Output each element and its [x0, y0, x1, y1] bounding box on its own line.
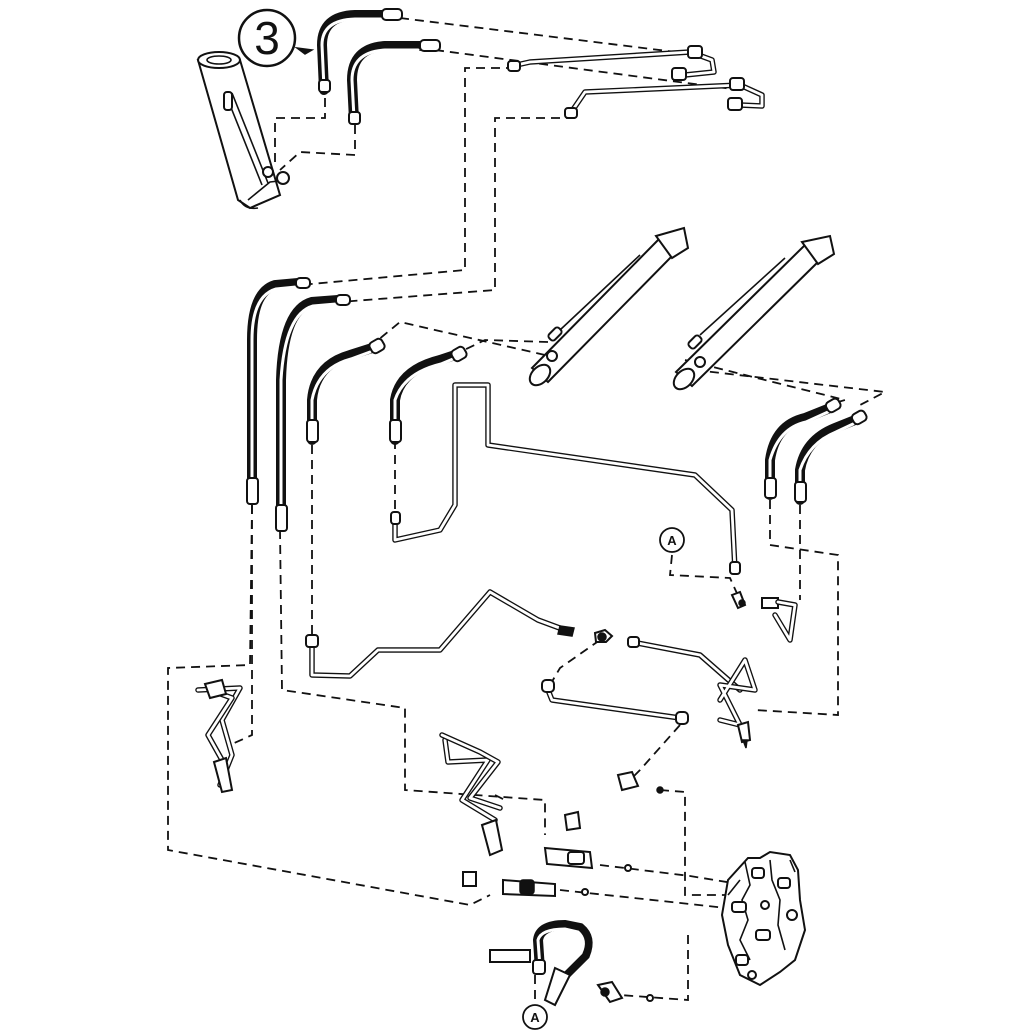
- top-hoses: [316, 8, 441, 125]
- callout-circle-icon: [522, 1004, 548, 1030]
- callout-a-bottom: A: [522, 1004, 548, 1030]
- callout-circle-icon: [237, 8, 297, 68]
- fittings-bottom: [462, 810, 654, 1004]
- dashed-connector-lines: [167, 17, 889, 1005]
- steel-tubes-middle: [305, 382, 741, 679]
- callout-3: 3: [237, 8, 315, 68]
- control-valve-icon: [720, 850, 807, 987]
- top-right-tubes: [507, 45, 765, 119]
- hoses-right: [764, 397, 868, 505]
- callout-a-top: A: [659, 527, 685, 553]
- callout-a-top-label: A: [667, 533, 677, 548]
- hydraulic-cylinder-middle-right: [672, 234, 836, 391]
- bottom-hose: [489, 919, 593, 1007]
- fitting-icon: [381, 8, 403, 21]
- callout-circle-icon: [659, 527, 685, 553]
- callout-3-label: 3: [254, 12, 280, 64]
- callout-a-bottom-label: A: [530, 1010, 540, 1025]
- fittings-middle: [541, 590, 798, 794]
- long-hoses-left: [246, 277, 468, 532]
- hydraulic-cylinder-top-left: [196, 51, 290, 210]
- hydraulic-cylinder-middle-left: [528, 226, 690, 387]
- bent-tubes-left: [195, 678, 504, 857]
